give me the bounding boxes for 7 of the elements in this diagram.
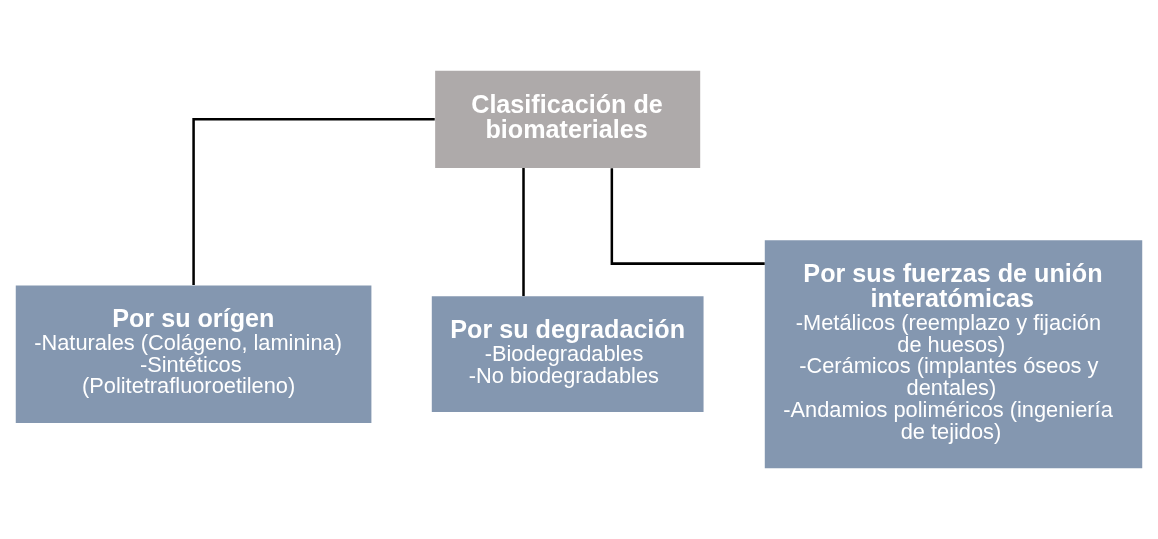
node-box: Por su degradación -Biodegradables -No biodegradables xyxy=(431,296,704,413)
node-box: Por sus fuerzas de unión interatómicas -Metálicos (reemplazo y fijación de huesos) -Cerámicos (implantes óseos y dentales) -Andamios poliméricos (ingeniería de tejidos) xyxy=(764,240,1143,469)
connector xyxy=(192,118,435,285)
node-box: Clasificación de biomateriales xyxy=(435,70,701,168)
node-box: Por su orígen -Naturales (Colágeno, laminina) -Sintéticos (Politetrafluoroetileno) xyxy=(15,285,372,423)
connector xyxy=(610,168,765,265)
connector xyxy=(522,168,525,297)
